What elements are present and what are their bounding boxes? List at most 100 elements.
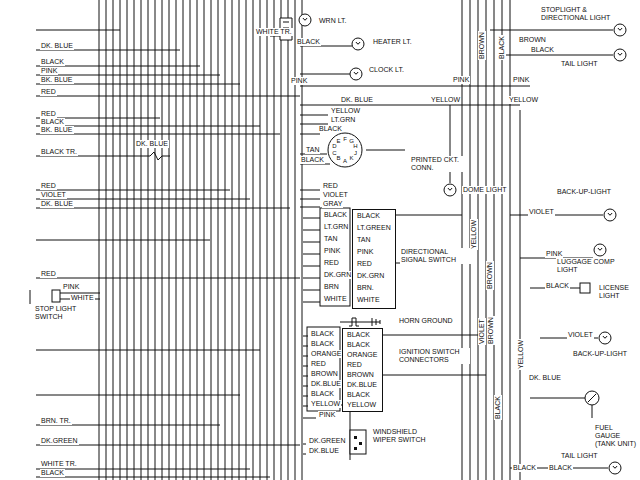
wire-color: BROWN xyxy=(347,371,374,379)
wire-label: VIOLET xyxy=(528,208,555,216)
connector-plug xyxy=(320,208,350,306)
wire-label: BLACK xyxy=(512,464,537,472)
vertical-wire-label: BROWN xyxy=(478,31,486,60)
pin-letter: E xyxy=(337,138,341,145)
wire-label: PRINTED CKT. CONN. xyxy=(410,156,467,172)
switch-symbol xyxy=(350,430,366,454)
wire-label: DK.GRN xyxy=(323,271,352,279)
wire-label: RED xyxy=(40,270,57,278)
filament xyxy=(303,18,622,468)
wire-label: RED xyxy=(40,88,57,96)
wire-color: BLACK xyxy=(347,341,370,349)
wire-label: PINK xyxy=(323,247,341,255)
wire-label: HEATER LT. xyxy=(372,38,413,46)
wire-color: TAN xyxy=(357,236,370,244)
wire-label: BLACK xyxy=(40,469,65,477)
wire-label: WHITE xyxy=(323,295,348,303)
vertical-wire-label: BROWN xyxy=(487,316,495,345)
wire-label: FUEL GAUGE (TANK UNIT) xyxy=(594,424,640,448)
wire-label: BLACK xyxy=(310,390,335,398)
wire-label: WINDSHIELD WIPER SWITCH xyxy=(372,428,436,444)
wire-label: TAN xyxy=(323,235,338,243)
wire-label: TAIL LIGHT xyxy=(560,60,599,68)
pin-letter: J xyxy=(354,150,357,157)
wire-color: RED xyxy=(347,361,362,369)
switch-contacts xyxy=(354,436,362,450)
connector-plug xyxy=(307,327,340,411)
wire-label: BLACK xyxy=(310,330,335,338)
bulb-symbol xyxy=(299,14,626,474)
wire-label: DIRECTIONAL SIGNAL SWITCH xyxy=(400,248,472,264)
wire-label: YELLOW xyxy=(310,400,341,408)
pin-letter: C xyxy=(332,150,336,157)
wire-color: BLACK xyxy=(347,331,370,339)
vertical-wire-label: VIOLET xyxy=(478,318,486,345)
wire-label: RED xyxy=(322,182,339,190)
wire-label: DK.BLUE xyxy=(308,447,340,455)
wire-label: BLACK xyxy=(530,46,555,54)
wire-label: BLACK xyxy=(548,464,573,472)
wire-label: VIOLET xyxy=(322,191,349,199)
wire-label: BLACK xyxy=(40,58,65,66)
pin-letter: A xyxy=(343,158,347,165)
wire-label: DK. BLUE xyxy=(40,200,74,208)
wire-label: BLACK xyxy=(323,211,348,219)
wire-label: VIOLET xyxy=(40,191,67,199)
vertical-wire-label: BLACK xyxy=(498,35,506,60)
ground-symbol xyxy=(340,318,380,326)
wire-label: DK. BLUE xyxy=(135,140,169,148)
wire-label: GRAY xyxy=(322,200,343,208)
wire-label: TAIL LIGHT xyxy=(560,452,599,460)
wire-label: BLACK xyxy=(318,125,343,133)
vertical-wire-label: YELLOW xyxy=(470,219,478,250)
wire-label: BLACK xyxy=(40,118,65,126)
wire-label: LT.GRN xyxy=(330,116,356,124)
switch-leads xyxy=(30,290,100,304)
wire-label: BRN xyxy=(323,283,340,291)
wire-label: BRN. TR. xyxy=(40,417,72,425)
wire-label: BLACK TR. xyxy=(40,148,78,156)
wire-label: WHITE TR. xyxy=(255,28,293,36)
wires-right xyxy=(462,0,613,480)
wire-label: STOP LIGHT SWITCH xyxy=(34,305,80,321)
wire-label: RED xyxy=(40,110,57,118)
wire-label: YELLOW xyxy=(430,96,461,104)
wire-label: BLACK xyxy=(310,340,335,348)
wire-label: PINK xyxy=(290,77,308,85)
wire-color: RED xyxy=(357,260,372,268)
connector-block: BLACKBLACKORANGEREDBROWNDK.BLUEBLACKYELL… xyxy=(342,328,383,412)
pin-letter: F xyxy=(343,136,347,143)
wire-label: BLACK xyxy=(296,38,321,46)
wire-label: DK.GREEN xyxy=(40,437,79,445)
wire-label: BK. BLUE xyxy=(40,76,74,84)
pin-letter: G xyxy=(349,138,354,145)
wire-label: CLOCK LT. xyxy=(368,66,405,74)
wire-label: LUGGAGE COMP LIGHT xyxy=(556,258,616,274)
wire-label: BROWN xyxy=(518,36,547,44)
wire-label: BROWN xyxy=(310,370,339,378)
wire-color: YELLOW xyxy=(347,401,376,409)
wire-label: PINK xyxy=(62,283,80,291)
wire-label: DOME LIGHT xyxy=(462,186,508,194)
wire-label: BLACK xyxy=(300,156,325,164)
wires-middle xyxy=(270,36,530,460)
wire-label: DK. BLUE xyxy=(528,374,562,382)
wire-label: YELLOW xyxy=(330,107,361,115)
wire-label: HORN GROUND xyxy=(398,317,454,325)
wire-color: ORANGE xyxy=(347,351,377,359)
wire-label: WHITE xyxy=(70,294,95,302)
wire-label: DK.GREEN xyxy=(308,437,347,445)
wire-color: LT.GREEN xyxy=(357,224,391,232)
vertical-wire-label: BROWN xyxy=(486,261,494,290)
wire-color: WHITE xyxy=(357,296,380,304)
wire-color: BRN. xyxy=(357,284,374,292)
wire-color: PINK xyxy=(357,248,373,256)
wire-label: IGNITION SWITCH CONNECTORS xyxy=(398,348,470,364)
wire-label: DK. BLUE xyxy=(40,42,74,50)
wire-label: WRN LT. xyxy=(318,17,347,25)
wire-label: PINK xyxy=(452,76,470,84)
wire-label: PINK xyxy=(545,250,563,258)
wire-label: RED xyxy=(310,360,327,368)
